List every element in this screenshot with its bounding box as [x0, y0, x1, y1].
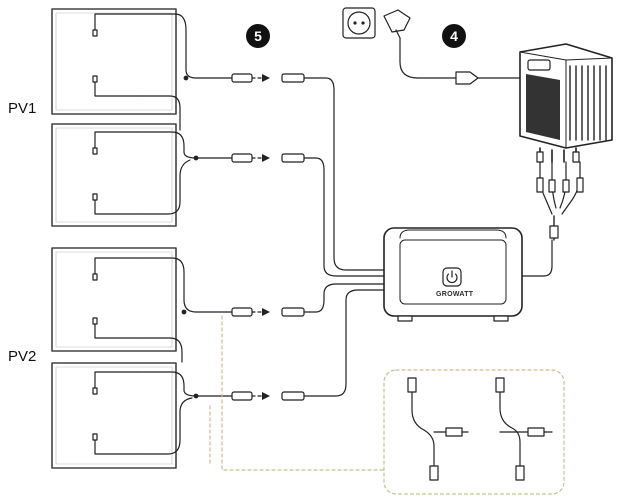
- micro-inverter: [519, 43, 613, 163]
- pv2-string-cables: [137, 257, 233, 455]
- schuko-socket-icon: [342, 7, 376, 39]
- power-button-icon: [442, 267, 462, 287]
- ac-cable: [399, 37, 521, 85]
- mc4-connector-pair-4: [231, 289, 401, 401]
- pv1-label: PV1: [8, 100, 37, 117]
- battery-unit: [383, 227, 553, 322]
- growatt-logo-text: GROWATT: [436, 291, 474, 298]
- pv1-string-cables: [137, 13, 233, 215]
- y-splitter-detail-left: [407, 377, 469, 481]
- step-4-badge: 4: [442, 24, 466, 48]
- pv2-label: PV2: [8, 348, 37, 365]
- solar-panel-pv1-top: [51, 8, 177, 115]
- solar-panel-pv1-bottom: [51, 123, 177, 227]
- step-5-badge: 5: [246, 24, 270, 48]
- schuko-plug-icon: [383, 9, 411, 39]
- solar-panel-pv2-bottom: [51, 362, 177, 469]
- mc4-connector-pair-3: [231, 283, 401, 317]
- solar-panel-pv2-top: [51, 247, 177, 352]
- y-splitter-cable: [536, 161, 584, 241]
- y-splitter-detail-right: [495, 377, 553, 481]
- mc4-connector-pair-2: [231, 153, 401, 277]
- detail-frame: [209, 315, 565, 495]
- mc4-connector-pair-1: [231, 73, 401, 271]
